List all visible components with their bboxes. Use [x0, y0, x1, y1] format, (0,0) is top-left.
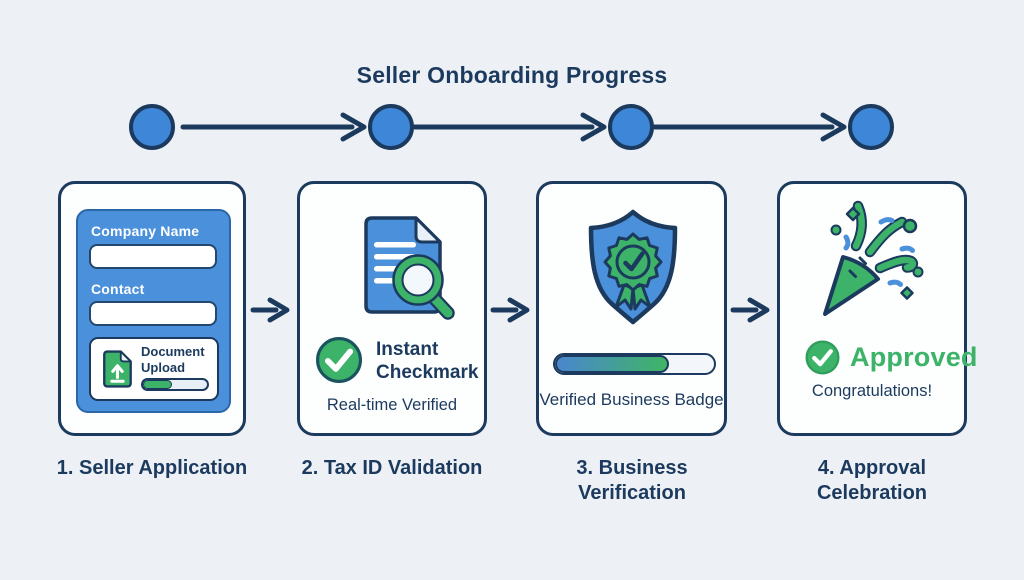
instant-checkmark-heading: Instant Checkmark: [376, 339, 479, 383]
congratulations-text: Congratulations!: [811, 382, 933, 400]
step-card-tax-validation: Instant Checkmark Real-time Verified: [297, 181, 487, 436]
upload-document-icon: [103, 350, 132, 388]
popper-cone: [823, 255, 880, 316]
company-name-input[interactable]: [89, 244, 217, 269]
upload-title: Document Upload: [141, 344, 205, 375]
verification-progress-fill: [555, 355, 670, 373]
step-card-application: Company Name Contact Document Upload: [58, 181, 246, 436]
card-arrow-2: [490, 297, 530, 323]
application-form-panel: Company Name Contact Document Upload: [76, 209, 231, 413]
company-name-label: Company Name: [91, 223, 200, 239]
contact-label: Contact: [91, 281, 145, 297]
timeline-node-4: [848, 104, 894, 150]
step-label-4: 4. Approval Celebration: [816, 457, 928, 504]
check-circle-icon: [316, 337, 362, 383]
upload-progress-fill: [143, 380, 173, 389]
realtime-verified-text: Real-time Verified: [326, 396, 458, 414]
timeline-node-1: [129, 104, 175, 150]
shield-badge-icon: [588, 209, 678, 325]
upload-progress-bar: [141, 378, 209, 391]
step-card-business-verification: Verified Business Badge: [536, 181, 727, 436]
instant-check-row: Instant Checkmark: [314, 335, 486, 385]
party-popper-icon: [823, 200, 924, 316]
check-circle-icon: [805, 340, 840, 375]
approved-status-text: Approved: [850, 342, 978, 372]
timeline-node-3: [608, 104, 654, 150]
document-search-icon: [364, 216, 455, 320]
step-card-approval: Approved Congratulations!: [777, 181, 977, 436]
card-arrow-3: [730, 297, 770, 323]
step-label-3: 3. Business Verification: [576, 457, 688, 504]
document-upload-box[interactable]: Document Upload: [89, 337, 219, 401]
diagram-title: Seller Onboarding Progress: [356, 62, 668, 88]
verification-progress-bar: [553, 353, 716, 375]
card-arrow-1: [250, 297, 290, 323]
approved-row: Approved: [804, 339, 978, 376]
timeline-arrow-1: [180, 112, 367, 142]
step-label-2: 2. Tax ID Validation: [301, 457, 483, 479]
confetti-pieces: [830, 206, 924, 300]
timeline-node-2: [368, 104, 414, 150]
verified-badge-caption: Verified Business Badge: [539, 390, 724, 409]
contact-input[interactable]: [89, 301, 217, 326]
timeline-arrow-3: [652, 112, 847, 142]
timeline-arrow-2: [412, 112, 607, 142]
rosette-shape: [603, 232, 663, 292]
step-label-1: 1. Seller Application: [56, 457, 248, 479]
